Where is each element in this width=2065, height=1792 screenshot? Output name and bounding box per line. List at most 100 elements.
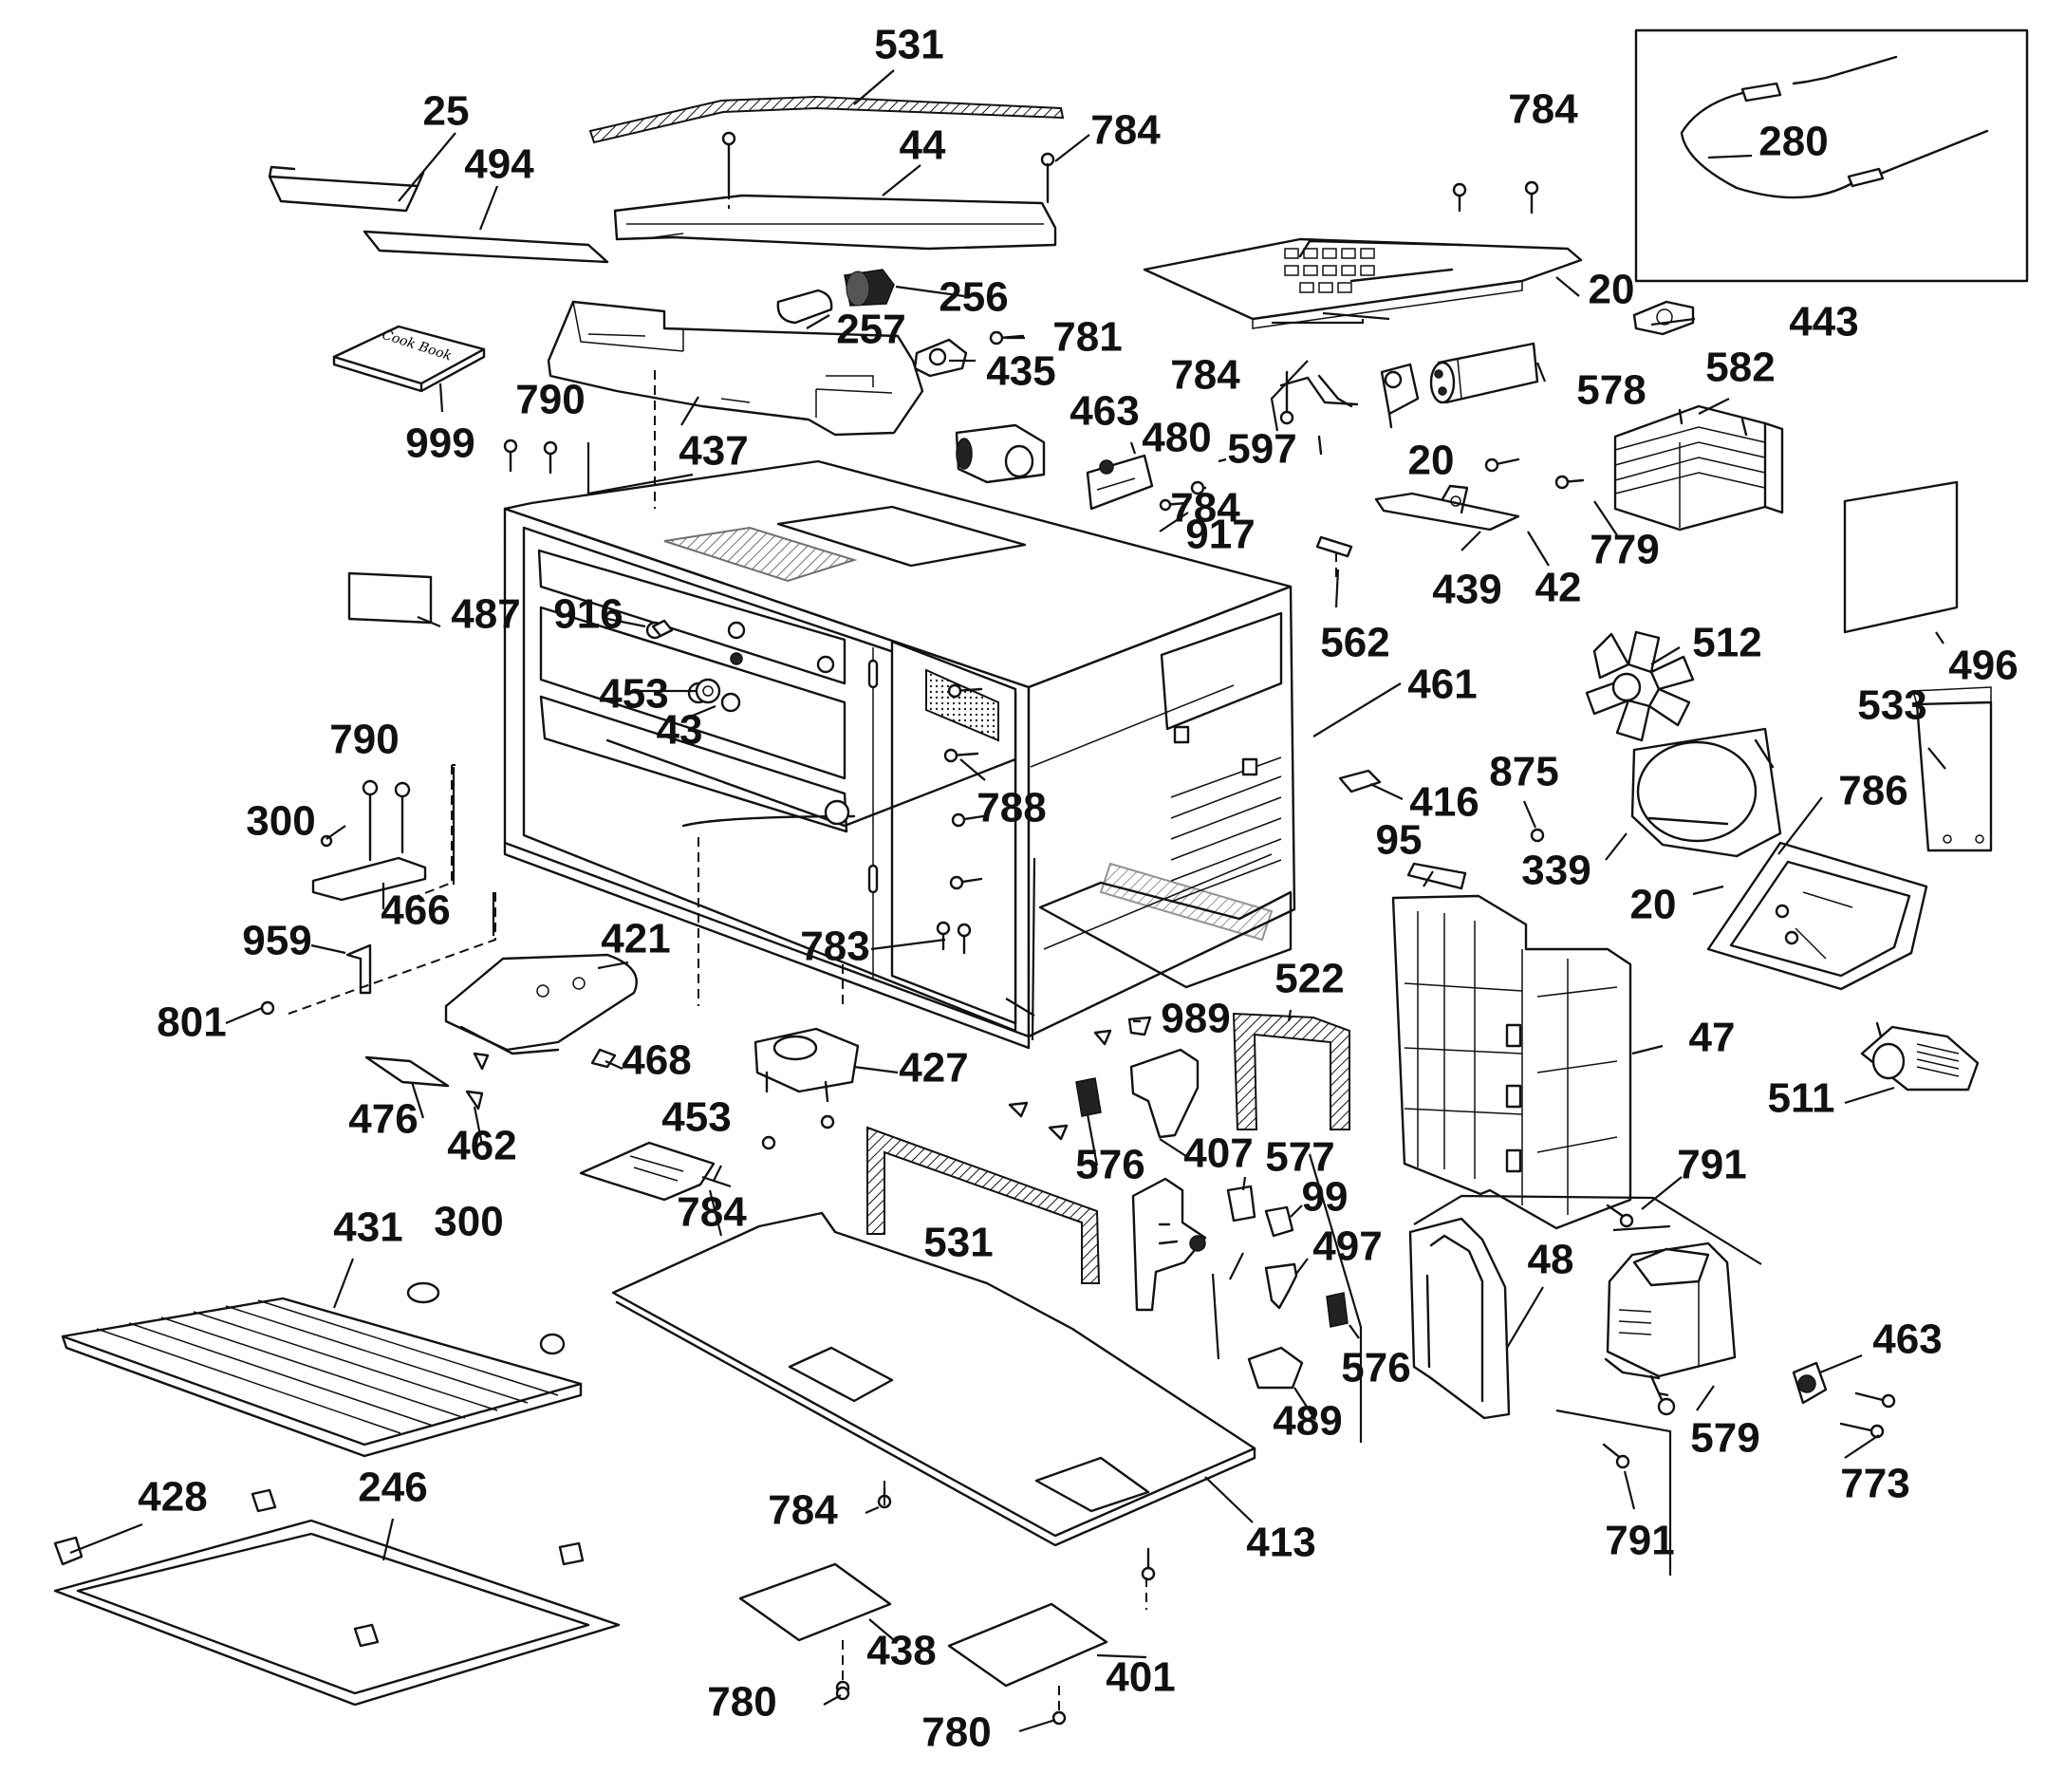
callout-917: 917 [1185,512,1255,558]
callout-435: 435 [986,348,1055,395]
callout-466: 466 [381,887,450,934]
part-401-plate [947,1602,1108,1726]
part-476-strip [364,1055,450,1088]
callout-401: 401 [1106,1654,1175,1701]
part-533-triangle-bracket [1912,686,1993,852]
part-494-sheet [363,230,609,264]
callout-431: 431 [333,1204,402,1251]
alignment-lines [288,144,1762,1610]
main-oven-cavity [503,459,1296,1050]
part-463-thermal-cutout [1792,1361,1896,1439]
part-579-magnetron [1604,1241,1737,1416]
part-435-socket-bracket [913,330,1025,378]
callout-99: 99 [1302,1174,1349,1221]
part-531-top-seal [588,95,1065,144]
vent-slots [1284,248,1375,293]
part-487-label [347,571,433,625]
callout-453-b: 453 [661,1094,731,1141]
part-999-cook-book: Cook Book [332,325,486,393]
part-431-wire-rack [61,1281,583,1458]
callout-256: 256 [939,274,1008,321]
callout-461: 461 [1407,662,1477,708]
part-578-capacitor [1429,342,1539,404]
part-95-bracket [1406,862,1467,890]
callout-339: 339 [1521,848,1591,894]
part-257-lamp [776,289,833,325]
callout-462: 462 [447,1123,516,1169]
callout-246: 246 [358,1465,427,1511]
callout-428: 428 [138,1474,207,1521]
part-489-holder [1247,1346,1304,1390]
part-512-fan-blade [1585,630,1695,742]
callout-438: 438 [866,1628,936,1674]
part-582-transformer [1484,404,1784,532]
callout-562: 562 [1320,620,1389,666]
callout-784-e: 784 [677,1189,747,1236]
callout-468: 468 [622,1037,691,1084]
callout-480: 480 [1142,415,1211,461]
callout-784-d: 784 [1170,485,1240,532]
callout-496: 496 [1948,643,2018,689]
callout-784-c: 784 [1170,352,1240,399]
callout-44: 44 [900,122,946,169]
callout-783: 783 [800,924,869,970]
callout-257: 257 [836,307,905,353]
callout-791-a: 791 [1677,1142,1746,1188]
callout-916: 916 [553,591,623,638]
part-20-motor-bracket [1706,841,1928,991]
part-421-stirrer-cover [444,953,638,1071]
part-20-vent-plate [1143,180,1583,329]
part-916-grommet [651,619,674,638]
part-466-bracket [311,779,427,902]
callout-578: 578 [1576,367,1646,414]
part-48-lower-duct [1408,1217,1511,1420]
callout-533: 533 [1857,682,1926,729]
callout-512: 512 [1692,620,1761,666]
callout-463-bottom: 463 [1872,1316,1942,1363]
part-427-stirrer-motor [753,1027,860,1150]
callout-443: 443 [1789,299,1858,345]
callout-582: 582 [1705,345,1775,391]
part-576-switch-lower [1326,1292,1349,1328]
part-416-cord-grip [1338,769,1382,793]
callout-280: 280 [1758,119,1828,165]
callout-790-b: 790 [329,717,399,763]
callout-773: 773 [1840,1461,1909,1507]
callout-421: 421 [601,916,670,962]
callout-20-b: 20 [1408,438,1455,484]
callout-497: 497 [1312,1223,1382,1270]
callout-989: 989 [1161,996,1230,1042]
callout-531-bottom: 531 [923,1220,993,1266]
part-413-base-plate [611,1211,1256,1547]
callout-597: 597 [1227,426,1296,473]
part-577-switch [1226,1185,1256,1223]
leader-lines [69,69,1946,1733]
callout-522: 522 [1274,956,1344,1002]
callout-577: 577 [1265,1134,1334,1181]
part-99-actuator [1264,1205,1294,1238]
callout-476: 476 [348,1096,418,1143]
callout-20-a: 20 [1589,267,1635,313]
callout-43: 43 [657,707,703,754]
part-511-fan-motor [1860,1021,1980,1092]
callout-780-b: 780 [921,1709,991,1756]
callout-42: 42 [1535,565,1582,611]
callout-300-b: 300 [434,1199,503,1245]
part-522-seal [1232,1012,1350,1130]
callout-413: 413 [1246,1520,1315,1566]
part-256-lamp-socket [844,269,895,307]
part-480-board [1086,454,1207,512]
callout-511: 511 [1768,1075,1835,1122]
callout-784-a: 784 [1090,107,1161,154]
callout-489: 489 [1273,1398,1342,1445]
callout-25: 25 [423,88,470,135]
part-20-capacitor-clamp [1317,363,1420,429]
part-437-control-chassis [547,300,924,437]
callout-427: 427 [899,1045,968,1092]
part-339-fan-housing [1630,727,1782,858]
part-407-latch [1129,1048,1207,1312]
callout-95: 95 [1376,817,1423,864]
part-791-screws [1602,1204,1634,1469]
callout-784-f: 784 [768,1487,838,1534]
